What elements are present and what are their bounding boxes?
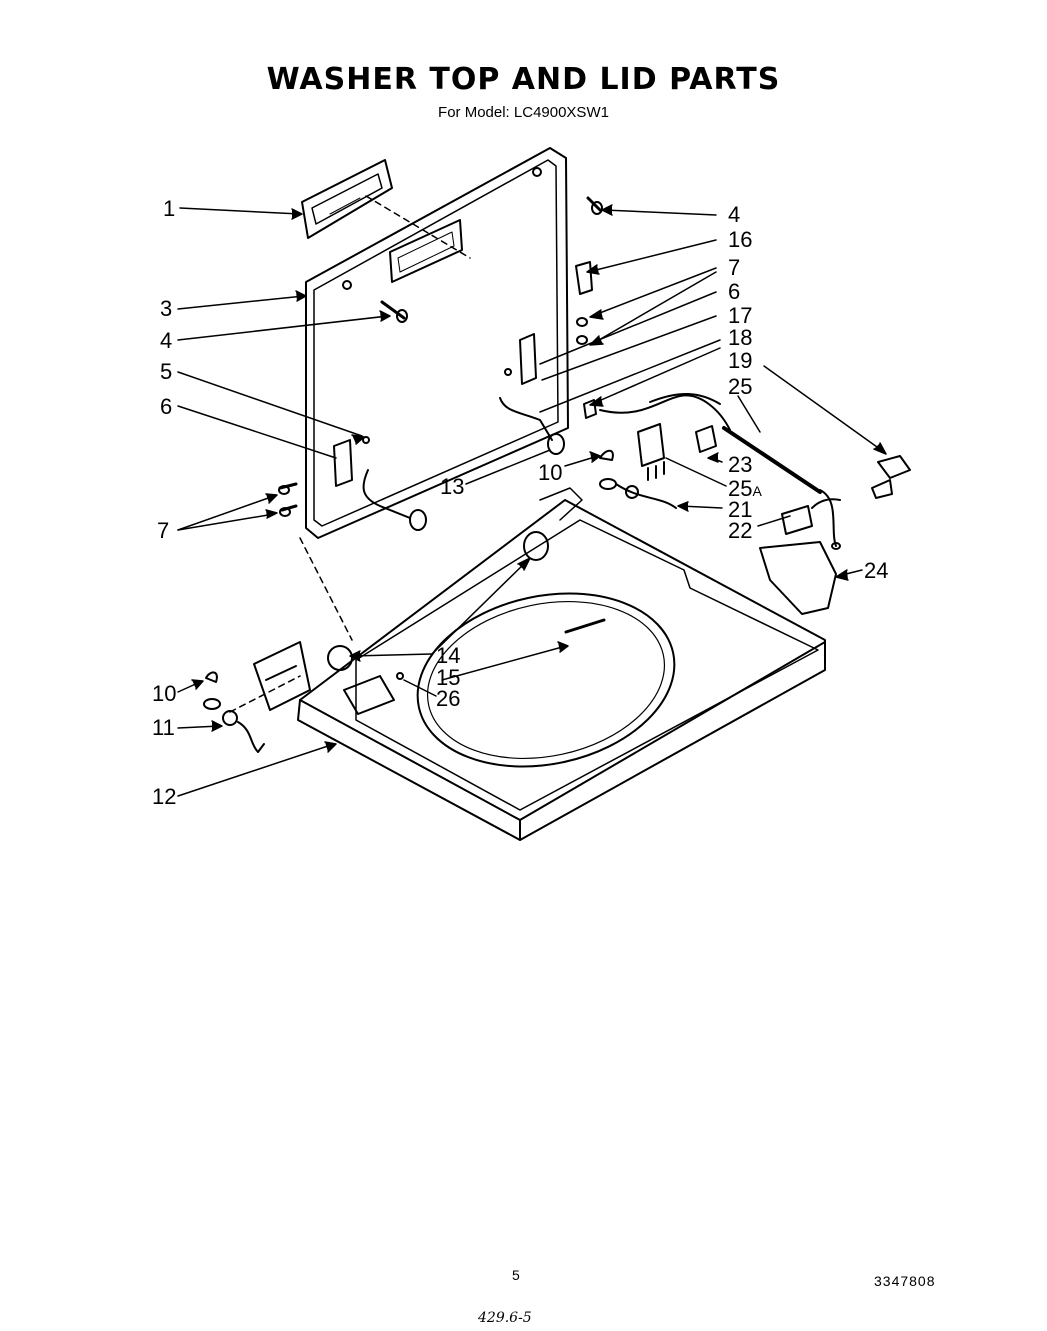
page-number: 5 <box>512 1267 520 1283</box>
callout-11: 11 <box>152 715 175 740</box>
lid-handle <box>301 159 471 259</box>
document-number: 3347808 <box>874 1273 936 1289</box>
callout-7-left: 7 <box>157 518 170 543</box>
callout-13: 13 <box>440 474 465 499</box>
callout-12: 12 <box>152 784 177 809</box>
callout-5: 5 <box>160 359 173 384</box>
leader-lines <box>177 204 887 797</box>
callout-22: 22 <box>728 518 753 543</box>
callout-7-right: 7 <box>728 255 741 280</box>
handwritten-note: 429.6-5 <box>478 1310 532 1326</box>
callout-21: 21 <box>728 497 753 522</box>
callout-25: 25 <box>728 374 753 399</box>
callout-26: 26 <box>436 686 461 711</box>
callout-17: 17 <box>728 303 753 328</box>
callout-19: 19 <box>728 348 753 373</box>
page-title: WASHER TOP AND LID PARTS <box>266 62 781 97</box>
washer-top <box>253 487 837 841</box>
callout-6-right: 6 <box>728 279 741 304</box>
callout-1: 1 <box>163 196 176 221</box>
callout-10-left: 10 <box>152 681 177 706</box>
lid-frame <box>305 147 569 539</box>
callout-4-left: 4 <box>160 328 173 353</box>
callout-25a-suffix: A <box>752 483 762 499</box>
callout-15: 15 <box>436 665 461 690</box>
model-subtitle: For Model: LC4900XSW1 <box>438 104 609 121</box>
spring-assemblies <box>203 449 677 753</box>
callout-25a-number: 25 <box>728 476 753 501</box>
callout-10-right: 10 <box>538 460 563 485</box>
callout-25a: 25A <box>728 478 762 502</box>
callout-14: 14 <box>436 643 461 668</box>
callout-3: 3 <box>160 296 173 321</box>
callout-18: 18 <box>728 325 753 350</box>
callout-4-top: 4 <box>728 202 741 227</box>
lid-hardware <box>278 196 603 517</box>
callout-24: 24 <box>864 558 889 583</box>
callout-23: 23 <box>728 452 753 477</box>
switch-harness <box>583 392 911 550</box>
callout-6-left: 6 <box>160 394 173 419</box>
callout-16: 16 <box>728 227 753 252</box>
hinge-rods <box>362 397 565 531</box>
